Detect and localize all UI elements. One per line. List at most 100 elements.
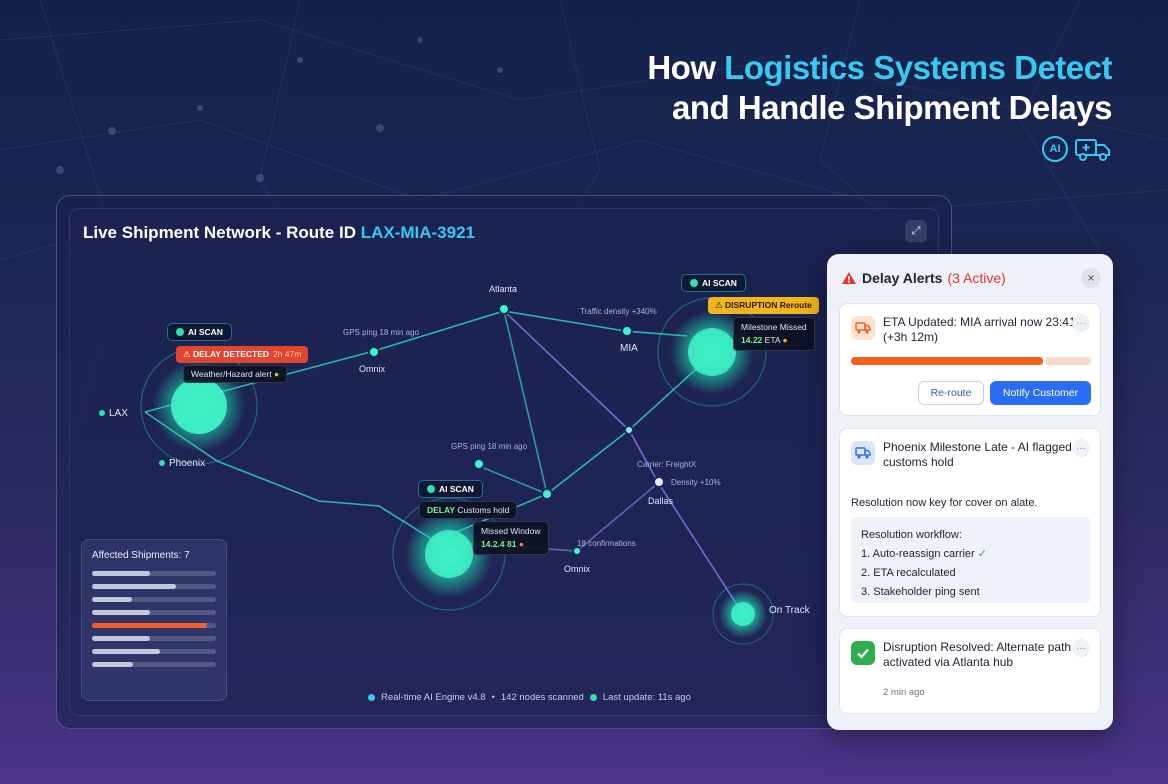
alert-phoenix-text: Phoenix Milestone Late - AI flagged cust… bbox=[883, 440, 1072, 469]
engine-status-bar: Real-time AI Engine v4.8 • 142 nodes sca… bbox=[368, 692, 691, 703]
workflow-step-2: 2. ETA recalculated bbox=[861, 567, 956, 579]
more-options-button[interactable]: ··· bbox=[1072, 639, 1090, 657]
disruption-tag[interactable]: ⚠ DISRUPTION Reroute bbox=[708, 297, 819, 314]
route-map bbox=[140, 297, 774, 645]
progress-divider bbox=[1043, 357, 1046, 365]
delay-mid-sub: Customs hold bbox=[457, 505, 510, 515]
route-line bbox=[144, 351, 716, 542]
milestone-eta: 14.22 bbox=[741, 335, 763, 345]
shipment-bar bbox=[92, 649, 216, 654]
disruption-label: DISRUPTION bbox=[725, 300, 778, 310]
alerts-title: Delay Alerts bbox=[862, 270, 943, 286]
headline-icons: AI bbox=[1042, 136, 1112, 162]
delay-detected-label: DELAY DETECTED bbox=[193, 349, 270, 359]
milestone-label: Milestone Missed bbox=[741, 322, 807, 332]
page-headline: How Logistics Systems Detect and Handle … bbox=[647, 48, 1112, 128]
shipment-bar bbox=[92, 662, 216, 667]
alert-card-resolved[interactable]: Disruption Resolved: Alternate path acti… bbox=[839, 628, 1101, 714]
ai-scan-tag-mid[interactable]: AI SCAN bbox=[418, 480, 483, 498]
check-icon: ✓ bbox=[977, 548, 987, 560]
route-id: LAX-MIA-3921 bbox=[360, 223, 476, 242]
label-omnix-bottom: Omnix bbox=[564, 564, 591, 574]
engine-dot-icon bbox=[368, 694, 375, 701]
expand-icon: ⤢ bbox=[911, 224, 921, 237]
shipment-bar-fill bbox=[92, 584, 177, 589]
disruption-sub: Reroute bbox=[779, 300, 812, 310]
more-icon: ··· bbox=[1076, 442, 1086, 454]
shipment-bar-fill bbox=[92, 662, 133, 667]
scan-icon bbox=[176, 328, 184, 336]
workflow-step-3: 3. Stakeholder ping sent bbox=[861, 586, 980, 598]
shipment-bar bbox=[92, 623, 216, 628]
scan-icon bbox=[427, 485, 435, 493]
label-confirmations: 18 confirmations bbox=[577, 539, 636, 548]
ai-scan-tag-left[interactable]: AI SCAN bbox=[167, 323, 232, 341]
scan-icon bbox=[690, 279, 698, 287]
lock-icon: ● bbox=[274, 369, 280, 379]
route-line bbox=[503, 310, 548, 495]
shipment-bar-fill bbox=[92, 636, 151, 641]
panel-title-text: Live Shipment Network - Route ID bbox=[83, 223, 361, 242]
resolution-text: Resolution now key for cover on alate. bbox=[851, 497, 1038, 509]
close-button[interactable]: × bbox=[1081, 268, 1101, 288]
ai-scan-label: AI SCAN bbox=[439, 484, 474, 494]
label-mia: MIA bbox=[620, 343, 638, 354]
affected-shipments-card[interactable]: Affected Shipments: 7 bbox=[81, 539, 227, 701]
warning-icon: ⚠ bbox=[715, 300, 723, 310]
truck-plus-icon bbox=[1075, 139, 1110, 161]
alerts-header: Delay Alerts (3 Active) bbox=[841, 270, 1006, 286]
shipment-bar-fill bbox=[92, 649, 161, 654]
affected-shipments-title: Affected Shipments: 7 bbox=[92, 550, 190, 561]
shipment-bar-fill bbox=[92, 610, 151, 615]
label-gps-ping-1: GPS ping 18 min ago bbox=[343, 328, 420, 337]
shipment-bar-fill bbox=[92, 623, 208, 628]
truck-alert-icon bbox=[851, 316, 875, 340]
notify-customer-button[interactable]: Notify Customer bbox=[990, 381, 1091, 405]
warning-icon bbox=[842, 272, 856, 284]
label-density-bottom: Density +10% bbox=[671, 478, 721, 487]
weather-label: Weather/Hazard alert bbox=[191, 369, 272, 379]
delay-mid-tag[interactable]: DELAY Customs hold bbox=[419, 501, 518, 519]
route-line bbox=[503, 310, 744, 615]
node-junction bbox=[624, 425, 634, 435]
node-bottom bbox=[572, 546, 582, 556]
lock-icon: ● bbox=[782, 335, 788, 345]
engine-version: Real-time AI Engine v4.8 bbox=[381, 692, 486, 703]
headline-accent: Logistics Systems Detect bbox=[724, 49, 1112, 86]
alert-card-eta[interactable]: ETA Updated: MIA arrival now 23:41 (+3h … bbox=[839, 303, 1101, 416]
route-line bbox=[478, 465, 548, 495]
reroute-button[interactable]: Re-route bbox=[918, 381, 984, 405]
missed-window-value: 14.2.4 81 bbox=[481, 539, 517, 549]
warning-icon: ⚠ bbox=[183, 349, 191, 359]
alert-card-phoenix[interactable]: Phoenix Milestone Late - AI flagged cust… bbox=[839, 428, 1101, 617]
shipment-bar bbox=[92, 610, 216, 615]
ai-scan-label: AI SCAN bbox=[702, 278, 737, 288]
alert-resolved-text: Disruption Resolved: Alternate path acti… bbox=[883, 640, 1072, 669]
alert-eta-text: ETA Updated: MIA arrival now 23:41 (+3h … bbox=[883, 315, 1076, 344]
ai-scan-tag-right[interactable]: AI SCAN bbox=[681, 274, 746, 292]
nodes-scanned: 142 nodes scanned bbox=[500, 692, 584, 703]
shipment-bar bbox=[92, 636, 216, 641]
more-options-button[interactable]: ··· bbox=[1072, 439, 1090, 457]
expand-button[interactable]: ⤢ bbox=[905, 220, 927, 242]
shipment-bar bbox=[92, 584, 216, 589]
more-options-button[interactable]: ··· bbox=[1072, 314, 1090, 332]
check-icon bbox=[851, 641, 875, 665]
label-omnix-top: Omnix bbox=[359, 364, 386, 374]
shipment-bar-fill bbox=[92, 571, 151, 576]
headline-line-1: How Logistics Systems Detect bbox=[647, 48, 1112, 88]
node-gps bbox=[473, 458, 485, 470]
truck-icon bbox=[851, 441, 875, 465]
label-atlanta: Atlanta bbox=[489, 284, 518, 294]
delay-time: 2h 47m bbox=[273, 349, 302, 359]
shipment-bar bbox=[92, 571, 216, 576]
panel-title: Live Shipment Network - Route ID LAX-MIA… bbox=[83, 223, 475, 243]
label-traffic-density: Traffic density +340% bbox=[580, 307, 657, 316]
weather-alert-tag: Weather/Hazard alert ● bbox=[183, 365, 288, 383]
eta-progress-bar bbox=[851, 357, 1091, 365]
label-on-track: On Track bbox=[769, 605, 810, 616]
workflow-step-1-text: 1. Auto-reassign carrier bbox=[861, 548, 975, 560]
shipment-bar-fill bbox=[92, 597, 132, 602]
